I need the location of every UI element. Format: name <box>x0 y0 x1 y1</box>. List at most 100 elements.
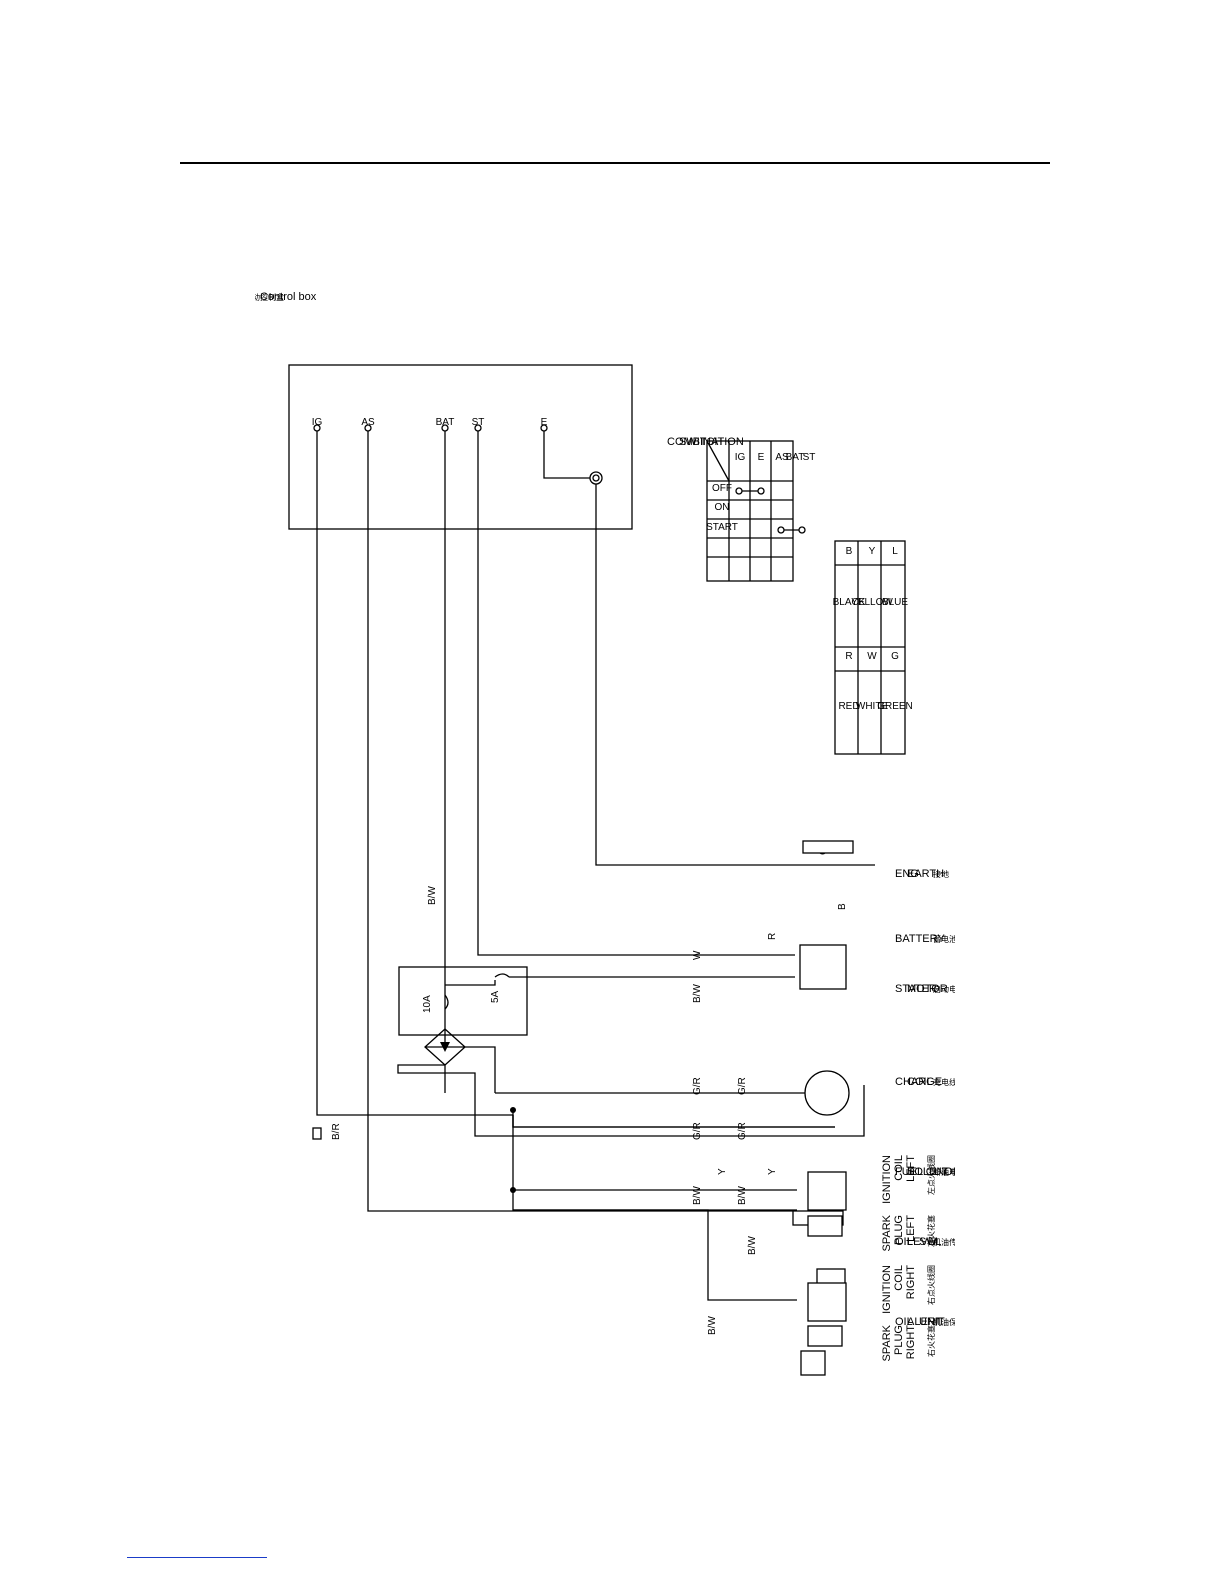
label-ign-right-cn: 右点火线圈 <box>926 1265 936 1305</box>
label-starter-cn: 启动电机 <box>933 984 955 994</box>
control-box: Control box 启动控制盒 IG AS BAT ST E <box>244 291 633 530</box>
wire-label-gr-2: G/R <box>737 1077 748 1095</box>
legend-name-black: BLACK <box>833 597 866 608</box>
label-oil-alert-1: OIL <box>895 1316 913 1328</box>
legend-code-g: G <box>891 651 899 662</box>
label-starter-2: MOTOR <box>907 983 948 995</box>
label-battery-cn: 蓄电池 <box>933 934 955 944</box>
label-oil-level-2: LEVEL <box>907 1236 941 1248</box>
label-charge-2: COIL <box>907 1076 933 1088</box>
wiring: B/R B/W W G <box>312 431 875 1212</box>
label-ign-left-cn: 左点火线圈 <box>926 1155 936 1195</box>
wire-label-y-2: Y <box>767 1168 778 1175</box>
wire-label-br: B/R <box>331 1123 342 1140</box>
control-box-outline <box>288 364 633 530</box>
battery-symbol <box>802 840 854 854</box>
footer-link-underline <box>127 1557 267 1558</box>
wire-label-starter-bw: B/W <box>692 984 703 1003</box>
label-charge-1: CHARGE <box>895 1076 942 1088</box>
label-battery: BATTERY <box>895 933 945 945</box>
label-oil-alert-3: UNIT <box>919 1316 945 1328</box>
label-plug-left-2: PLUG <box>893 1215 905 1245</box>
label-ign-left-1: IGNITION <box>881 1155 893 1204</box>
wiring-diagram: Control box 启动控制盒 IG AS BAT ST E COMBINA… <box>244 265 973 1385</box>
label-charge-cn: 充电线圈 <box>933 1077 955 1087</box>
wire-label-w: W <box>692 950 703 960</box>
wire-label-y-1: Y <box>717 1168 728 1175</box>
label-eng-earth-2: EARTH <box>907 868 944 880</box>
label-fuel-1: FUEL CUT <box>895 1166 949 1178</box>
fuse-5a-label: 5A <box>490 990 501 1003</box>
header-rule <box>180 162 1050 164</box>
label-fuel-2: SOLENOID <box>907 1166 955 1178</box>
wire-rectifier-ac2 <box>425 1046 496 1093</box>
control-box-title-cn: 启动控制盒 <box>255 292 284 302</box>
fuse-10a-label: 10A <box>422 995 433 1013</box>
component-labels: ENG EARTH 接地 BATTERY 蓄电池 STATER MOTOR 启动… <box>895 868 973 1328</box>
ignition-coil-left-symbol <box>807 1171 847 1211</box>
combination-switch: COMBINATION SWITCH IG E AS BAT ST OFF ON… <box>667 436 816 582</box>
wire-label-b: B <box>837 903 848 910</box>
fuse-box-frame <box>398 966 528 1036</box>
wire-label-bw-fuel-2: B/W <box>737 1186 748 1205</box>
label-oil-alert-cn: 机油保护器 <box>933 1317 955 1327</box>
wire-label-gr-1: G/R <box>692 1077 703 1095</box>
wire-label-gr-3: G/R <box>692 1122 703 1140</box>
wire-label-bw-ign-1: B/W <box>707 1316 718 1335</box>
label-plug-left-3: LEFT <box>905 1215 917 1242</box>
label-starter-1: STATER <box>895 983 937 995</box>
terminal-e-label: E <box>541 417 548 428</box>
label-plug-right-3: RIGHT <box>905 1325 917 1360</box>
combination-switch-title-2: SWITCH <box>679 436 722 448</box>
fuse-5a <box>494 973 510 978</box>
label-plug-right-2: PLUG <box>893 1325 905 1355</box>
legend-name-yellow: YELLOW <box>851 597 893 608</box>
switch-col-st: ST <box>803 452 816 463</box>
wire-label-bw-ign-2: B/W <box>747 1236 758 1255</box>
terminal-bat-label: BAT <box>436 417 455 428</box>
wire-as <box>367 431 793 1212</box>
legend-name-white: WHITE <box>856 701 889 712</box>
wire-ign-bus <box>512 1110 797 1211</box>
wire-label-bat-bw: B/W <box>427 886 438 905</box>
ignition-section: IGNITION COIL LEFT 左点火线圈 SPARK PLUG LEFT… <box>510 1107 936 1361</box>
control-box-title: Control box <box>260 291 317 303</box>
label-oil-level-cn: 机油传感器 <box>933 1237 955 1247</box>
label-fuel-cn: 断油电磁阀 <box>933 1167 955 1177</box>
label-eng-earth-1: ENG <box>895 868 919 880</box>
fuse-box: 10A 5A B/W <box>398 966 795 1045</box>
legend-code-r: R <box>845 651 852 662</box>
terminal-as-label: AS <box>361 417 375 428</box>
switch-row-off: OFF <box>712 483 732 494</box>
wire-rectifier-ac1 <box>397 1064 476 1121</box>
label-oil-alert-2: ALERT <box>907 1316 943 1328</box>
junction-2 <box>510 1187 516 1193</box>
fuse-10a <box>444 994 449 1010</box>
legend-name-green: GREEN <box>877 701 913 712</box>
wire-label-bw-fuel-1: B/W <box>692 1186 703 1205</box>
starter-motor-symbol <box>799 944 847 990</box>
legend-name-blue: BLUE <box>882 597 908 608</box>
charge-coil-symbol <box>804 1070 850 1116</box>
wiring-diagram-svg: Control box 启动控制盒 IG AS BAT ST E COMBINA… <box>244 291 973 1376</box>
label-ign-left-2: COIL <box>893 1155 905 1181</box>
label-ign-right-2: COIL <box>893 1265 905 1291</box>
terminal-st-label: ST <box>472 417 485 428</box>
color-legend: B BLACK R RED Y YELLOW W WHITE L BLUE G … <box>833 540 913 755</box>
ignition-coil-right-symbol <box>807 1282 847 1322</box>
legend-code-l: L <box>892 546 898 557</box>
terminal-ig-label: IG <box>312 417 323 428</box>
wire-label-r: R <box>767 933 778 940</box>
wire-ign-right <box>513 1209 797 1301</box>
wire-st <box>477 431 795 956</box>
switch-col-bat: BAT <box>786 452 805 463</box>
label-ign-right-3: RIGHT <box>905 1265 917 1300</box>
label-ign-left-3: LEFT <box>905 1155 917 1182</box>
label-oil-level-3: SW <box>919 1236 937 1248</box>
spark-plug-left-symbol <box>807 1215 843 1237</box>
rectifier: G/R G/R G/R G/R <box>397 1028 865 1140</box>
switch-row-on: ON <box>715 502 730 513</box>
label-ign-right-1: IGNITION <box>881 1265 893 1314</box>
spark-plug-right-symbol <box>807 1325 843 1347</box>
